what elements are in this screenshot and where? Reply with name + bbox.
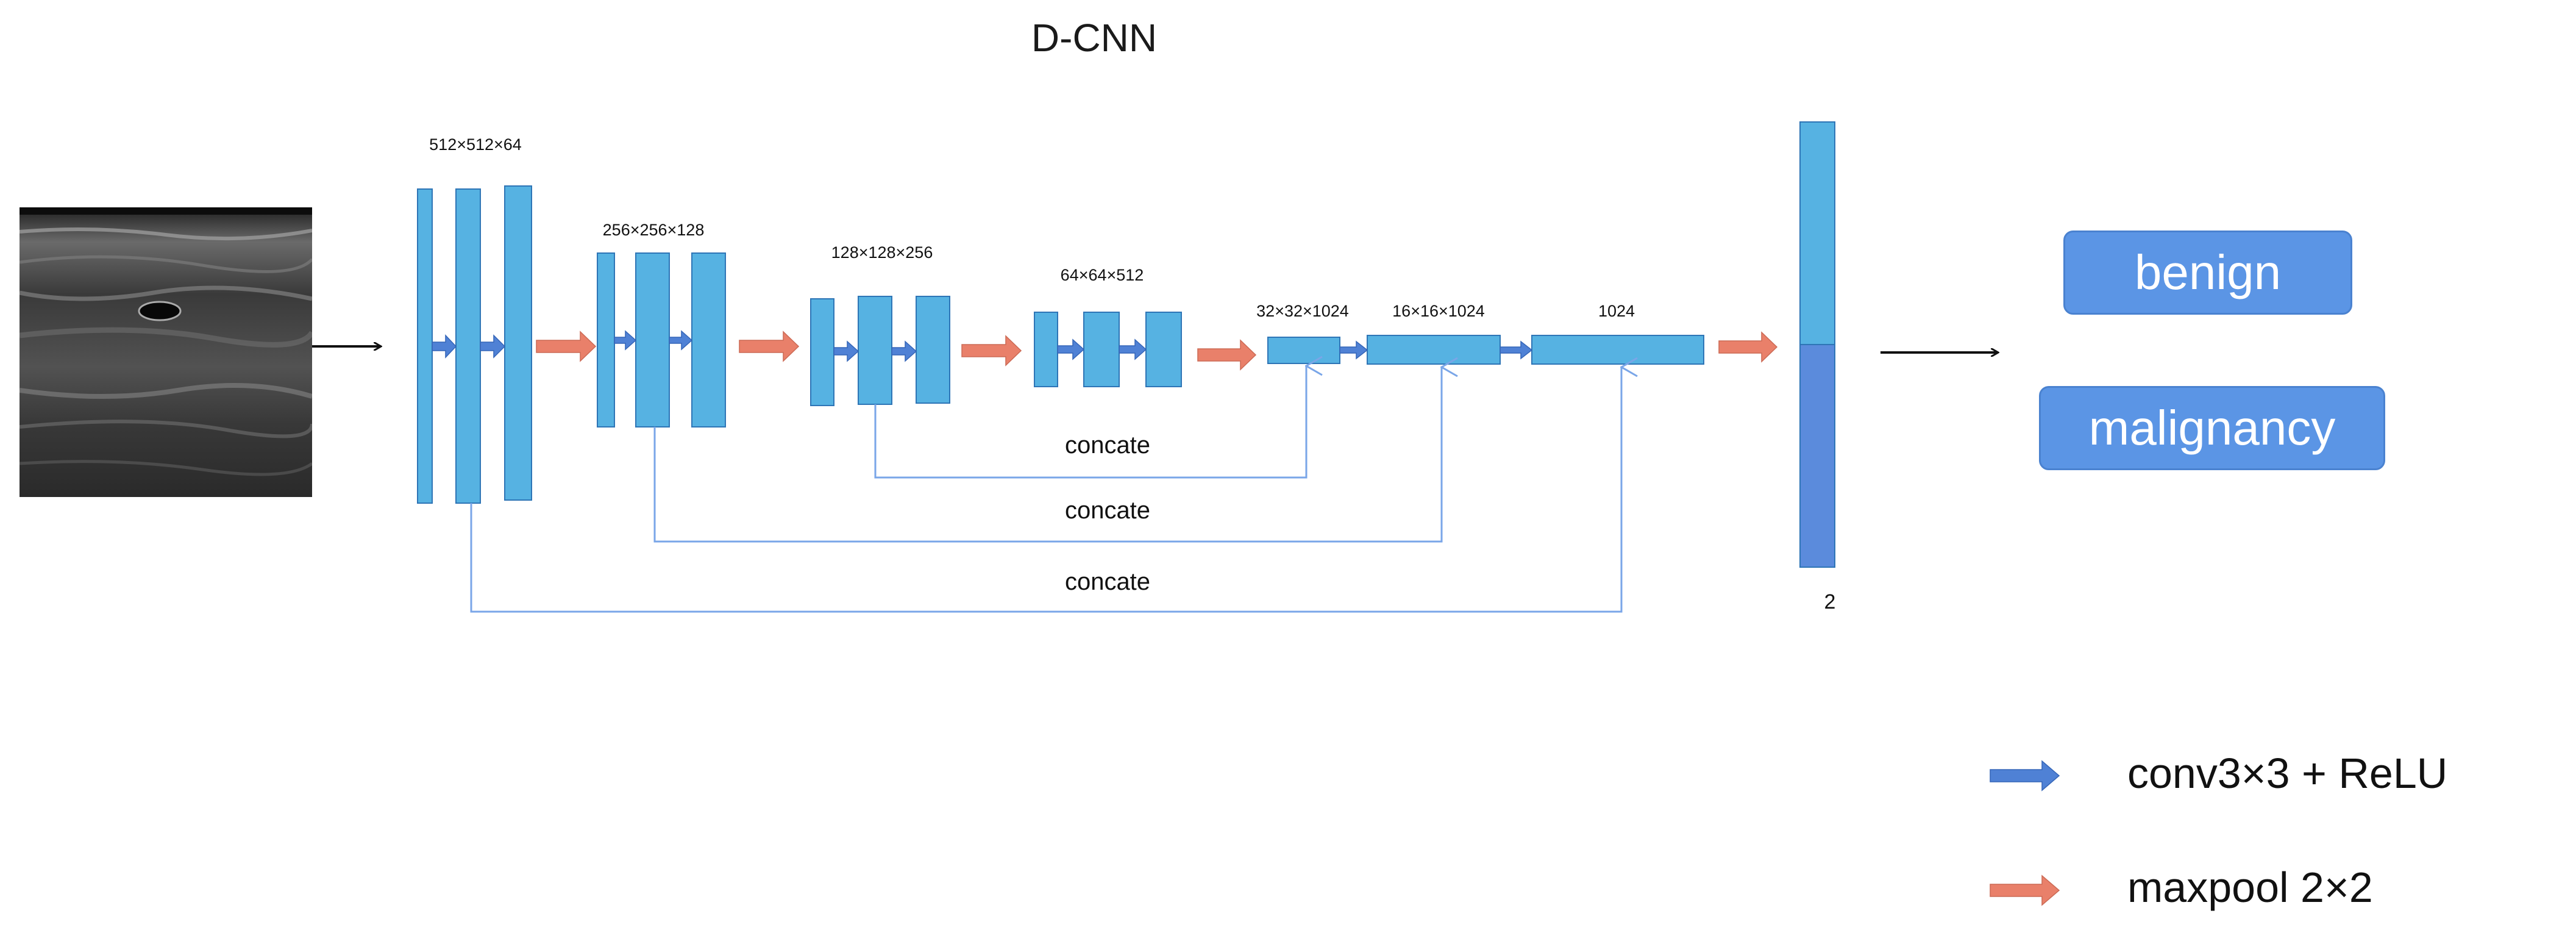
layer-dim-label: 1024 [1598,302,1635,320]
feature-block [455,188,481,504]
layer-dim-label: 256×256×128 [602,221,705,239]
feature-block [1145,312,1182,387]
conv-arrow [1339,340,1368,360]
output-vector [1799,121,1835,568]
class-benign: benign [2063,231,2352,315]
pool-legend-icon [1990,875,2060,906]
concat-label: concate [1064,568,1151,595]
layer-dim-label: 16×16×1024 [1392,302,1485,320]
feature-block [504,185,532,501]
conv-arrows [432,330,1533,362]
ultrasound-input-image [20,207,312,497]
skip-connection-3 [874,366,1306,479]
layer-dim-label: 32×32×1024 [1256,302,1349,320]
legend-pool-label: maxpool 2×2 [2127,864,2373,911]
conv-arrow [1119,338,1147,360]
bottleneck-stage [1267,335,1704,365]
pool-arrow [1718,331,1778,363]
encoder-stage-3 [810,296,950,406]
feature-block [597,252,615,427]
encoder-stage-1 [417,185,532,504]
diagram-title: D-CNN [1031,16,1158,60]
concat-label: concate [1064,432,1151,459]
conv-arrow [833,340,859,362]
conv-legend-icon [1990,760,2060,792]
pool-arrow [536,331,597,362]
feature-block [1367,335,1501,365]
layer-dim-label: 512×512×64 [429,135,522,154]
conv-arrow [432,334,457,359]
output-size-label: 2 [1824,590,1836,613]
feature-block [1267,337,1340,364]
pool-arrow [961,335,1022,367]
feature-block [417,188,433,504]
feature-block [858,296,892,405]
conv-arrow [480,334,506,359]
output-bottom [1799,344,1835,568]
layer-dim-label: 64×64×512 [1060,266,1144,284]
skip-connection-2 [653,367,1442,543]
pool-arrows [536,331,1778,371]
feature-block [1083,312,1120,387]
skip-connection-1 [470,367,1621,613]
conv-arrow [891,340,917,362]
layer-dim-label: 128×128×256 [831,243,933,262]
legend-conv-label: conv3×3 + ReLU [2127,749,2448,797]
feature-block [635,252,670,427]
conv-arrow [669,330,693,351]
conv-arrow [1057,338,1085,360]
skip-connections [470,366,1621,613]
concat-label: concate [1064,497,1151,524]
pool-arrow [1197,339,1257,371]
conv-arrow [1500,340,1533,360]
feature-block [1034,312,1058,387]
feature-block [1531,335,1704,365]
class-malignancy: malignancy [2039,386,2385,470]
conv-arrow [614,330,637,351]
feature-block [916,296,950,404]
pool-arrow [739,331,800,362]
output-top [1799,121,1835,345]
feature-block [810,298,834,406]
encoder-stage-4 [1034,312,1182,387]
feature-block [691,252,726,427]
